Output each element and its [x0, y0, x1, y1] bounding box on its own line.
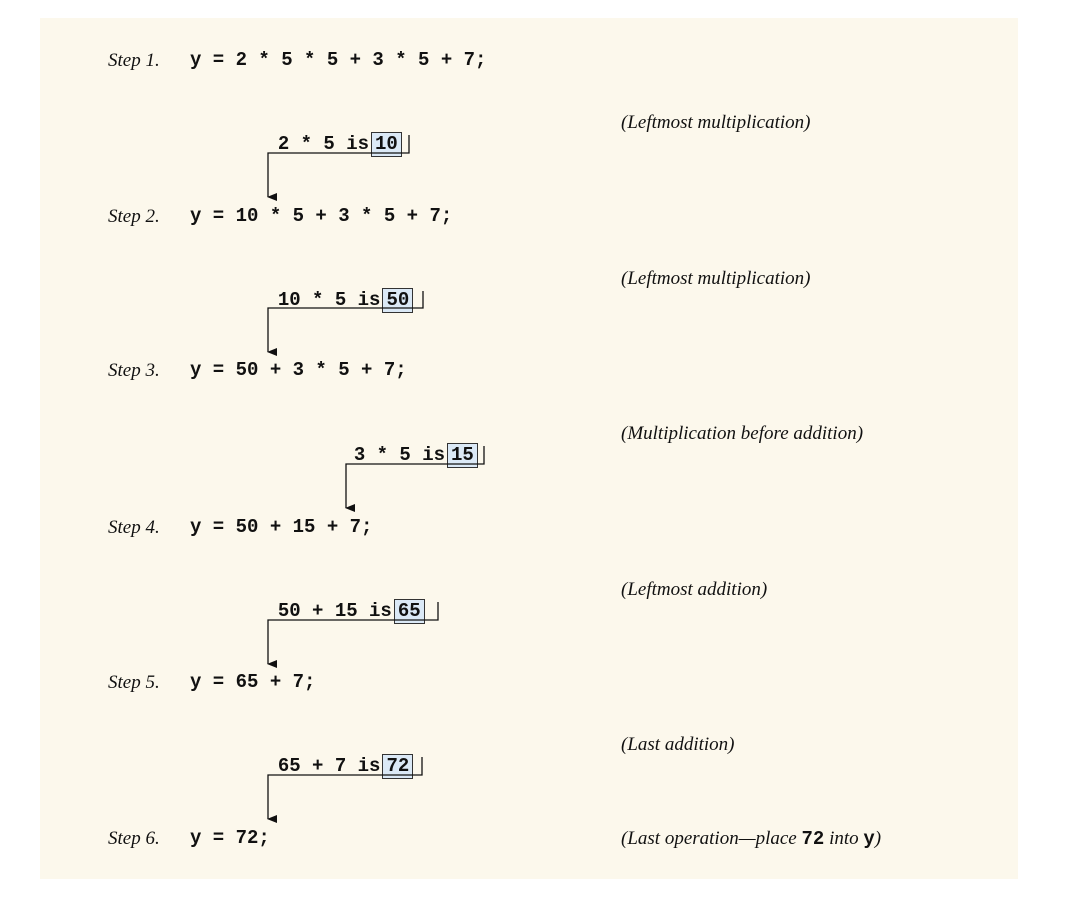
operation-4-text: 50 + 15 is — [277, 600, 392, 622]
arrow-step-1-to-2 — [267, 135, 410, 201]
operation-2-text: 10 * 5 is — [277, 289, 381, 311]
diagram-panel — [40, 18, 1018, 879]
step-6-label: Step 6. — [108, 828, 160, 849]
operation-1-text: 2 * 5 is — [277, 133, 370, 155]
arrow-step-4-to-5 — [267, 602, 439, 668]
operation-1-comment: (Leftmost multiplication) — [621, 112, 811, 133]
operation-4-result-box: 65 — [393, 599, 425, 624]
operation-2-comment: (Leftmost multiplication) — [621, 268, 811, 289]
final-comment-suffix: ) — [874, 828, 882, 849]
final-comment-middle: into — [824, 828, 864, 849]
step-1-expression: y = 2 * 5 * 5 + 3 * 5 + 7; — [190, 49, 487, 71]
arrow-step-5-to-6 — [267, 757, 423, 823]
operation-5-comment: (Last addition) — [621, 734, 735, 755]
step-5-expression: y = 65 + 7; — [190, 671, 316, 693]
step-4-expression: y = 50 + 15 + 7; — [190, 516, 373, 538]
step-3-expression: y = 50 + 3 * 5 + 7; — [190, 359, 407, 381]
step-5-label: Step 5. — [108, 672, 160, 693]
step-1-label: Step 1. — [108, 50, 160, 71]
step-3-label: Step 3. — [108, 360, 160, 381]
final-comment-value: 72 — [801, 828, 825, 850]
operation-2-result-box: 50 — [382, 288, 414, 313]
step-4-label: Step 4. — [108, 517, 160, 538]
step-2-expression: y = 10 * 5 + 3 * 5 + 7; — [190, 205, 453, 227]
step-6-expression: y = 72; — [190, 827, 270, 849]
final-comment: (Last operation—place 72 into y) — [621, 829, 881, 849]
final-comment-prefix: (Last operation—place — [621, 828, 802, 849]
operation-5-text: 65 + 7 is — [277, 755, 381, 777]
final-comment-variable: y — [863, 828, 875, 850]
operation-3-comment: (Multiplication before addition) — [621, 423, 864, 444]
operation-3-text: 3 * 5 is — [353, 444, 446, 466]
arrow-step-3-to-4 — [345, 446, 485, 512]
operation-4-comment: (Leftmost addition) — [621, 579, 768, 600]
step-2-label: Step 2. — [108, 206, 160, 227]
arrow-step-2-to-3 — [267, 291, 424, 356]
